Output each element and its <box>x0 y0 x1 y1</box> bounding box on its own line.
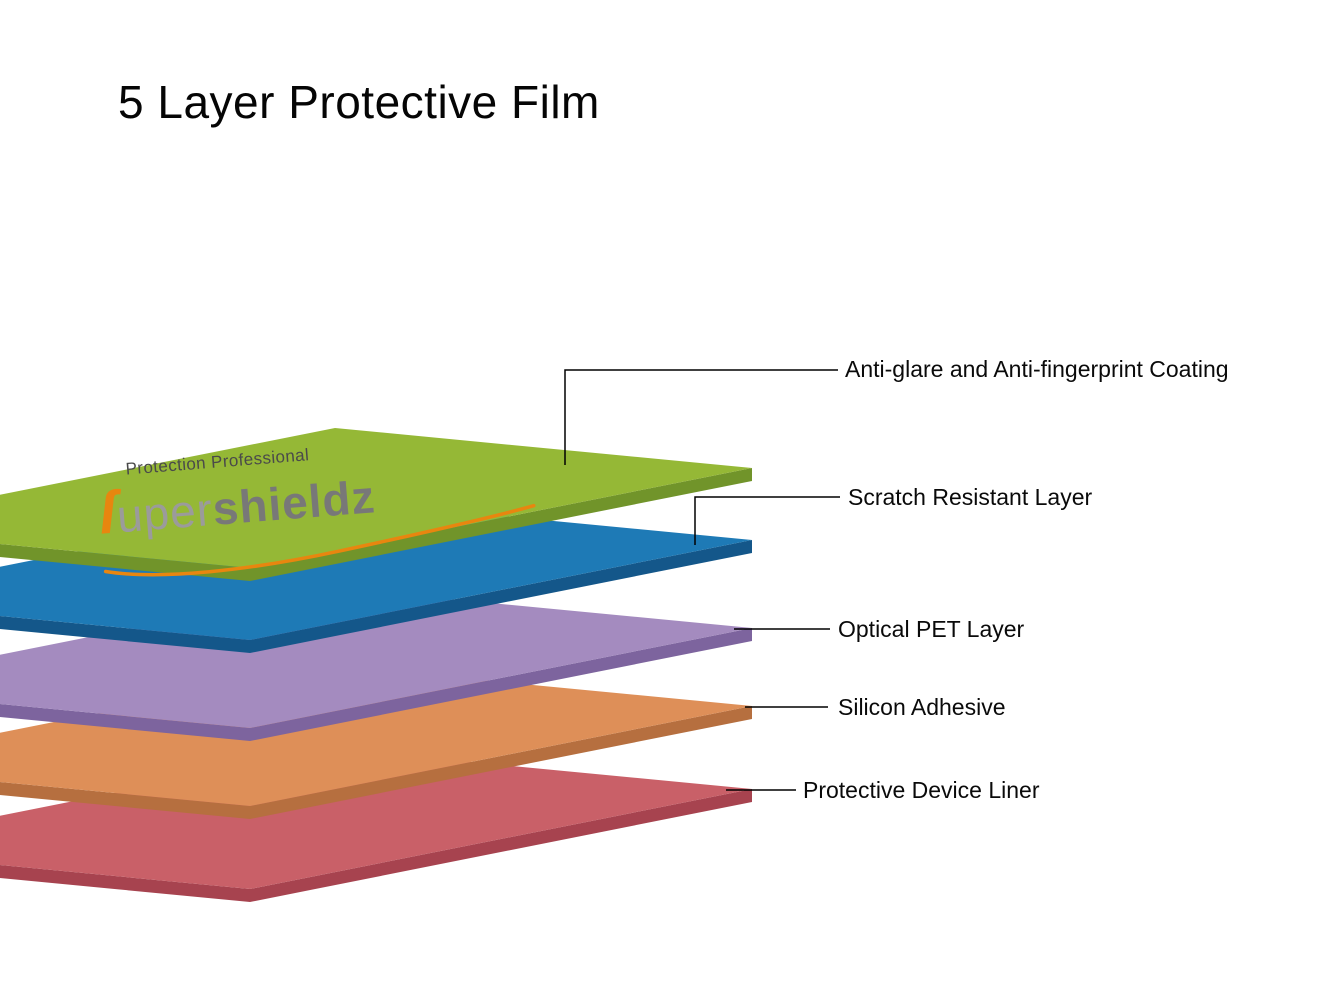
page-title: 5 Layer Protective Film <box>118 76 600 128</box>
logo-brand-mid: uper <box>114 482 215 543</box>
callout-lines <box>564 369 840 791</box>
callout-line-scratch-resistant <box>694 496 840 545</box>
layer-stack <box>0 428 752 902</box>
label-scratch-resistant: Scratch Resistant Layer <box>848 484 1093 510</box>
label-device-liner: Protective Device Liner <box>803 777 1040 803</box>
label-optical-pet: Optical PET Layer <box>838 616 1025 642</box>
label-anti-glare-coating: Anti-glare and Anti-fingerprint Coating <box>845 356 1229 382</box>
label-silicon-adhesive: Silicon Adhesive <box>838 694 1006 720</box>
callout-line-anti-glare-coating <box>564 369 838 465</box>
